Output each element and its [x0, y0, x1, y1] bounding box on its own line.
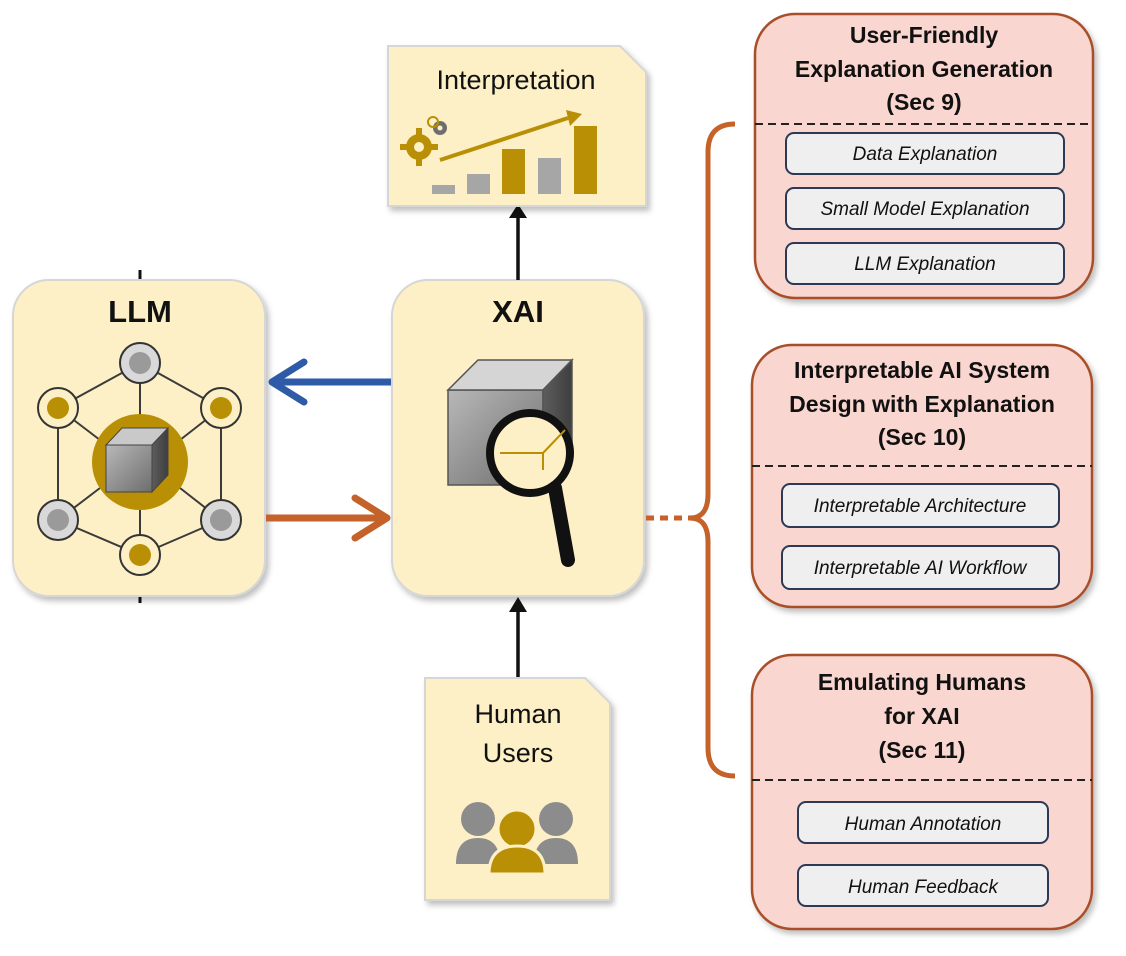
item-interpretable-architecture [781, 483, 1060, 528]
item-label: Interpretable AI Workflow [814, 558, 1028, 579]
item-label: Data Explanation [853, 144, 998, 165]
item-interpretable-ai-workflow [781, 545, 1060, 590]
users-to-xai-arrow [509, 597, 527, 678]
xai-to-interpretation-arrow [509, 204, 527, 280]
item-small-model-explanation [785, 187, 1065, 230]
section-title: Explanation Generation [795, 56, 1053, 82]
magnifier-cube-icon [446, 358, 575, 567]
item-label: LLM Explanation [854, 254, 996, 275]
llm-to-xai-arrow [266, 494, 391, 542]
xai-title: XAI [492, 294, 544, 329]
section-title: Emulating Humans [818, 669, 1026, 695]
xai-panel: XAI [391, 279, 645, 597]
human-users-card: Human Users [424, 677, 611, 901]
item-human-annotation [797, 801, 1049, 844]
item-llm-explanation [785, 242, 1065, 285]
item-label: Interpretable Architecture [814, 496, 1027, 517]
human-users-line2: Users [483, 738, 554, 768]
llm-title: LLM [108, 294, 172, 329]
item-human-feedback [797, 864, 1049, 907]
section-title: Design with Explanation [789, 391, 1055, 417]
section-ref: (Sec 9) [886, 89, 961, 115]
users-group-icon [456, 802, 578, 876]
sections-brace [689, 121, 736, 779]
llm-network-icon [37, 342, 242, 576]
section-title: User-Friendly [850, 22, 998, 48]
item-label: Small Model Explanation [820, 199, 1029, 220]
interpretation-label: Interpretation [436, 65, 595, 95]
section-title: for XAI [884, 703, 959, 729]
item-label: Human Annotation [845, 814, 1002, 835]
gears-icon [400, 116, 447, 166]
section-title: Interpretable AI System [794, 357, 1050, 383]
xai-to-llm-arrow [268, 358, 392, 406]
section-emulating-humans: Emulating Humans for XAI (Sec 11) Human … [750, 653, 1094, 931]
section-explanation-generation: User-Friendly Explanation Generation (Se… [753, 12, 1095, 300]
llm-panel: LLM [12, 270, 266, 603]
interpretation-card: Interpretation [387, 45, 647, 207]
item-label: Human Feedback [848, 877, 999, 898]
section-ref: (Sec 10) [878, 424, 966, 450]
human-users-line1: Human [474, 699, 561, 729]
item-data-explanation [785, 132, 1065, 175]
section-interpretable-system: Interpretable AI System Design with Expl… [750, 343, 1094, 609]
growth-chart-icon [432, 110, 597, 194]
section-ref: (Sec 11) [879, 737, 966, 763]
